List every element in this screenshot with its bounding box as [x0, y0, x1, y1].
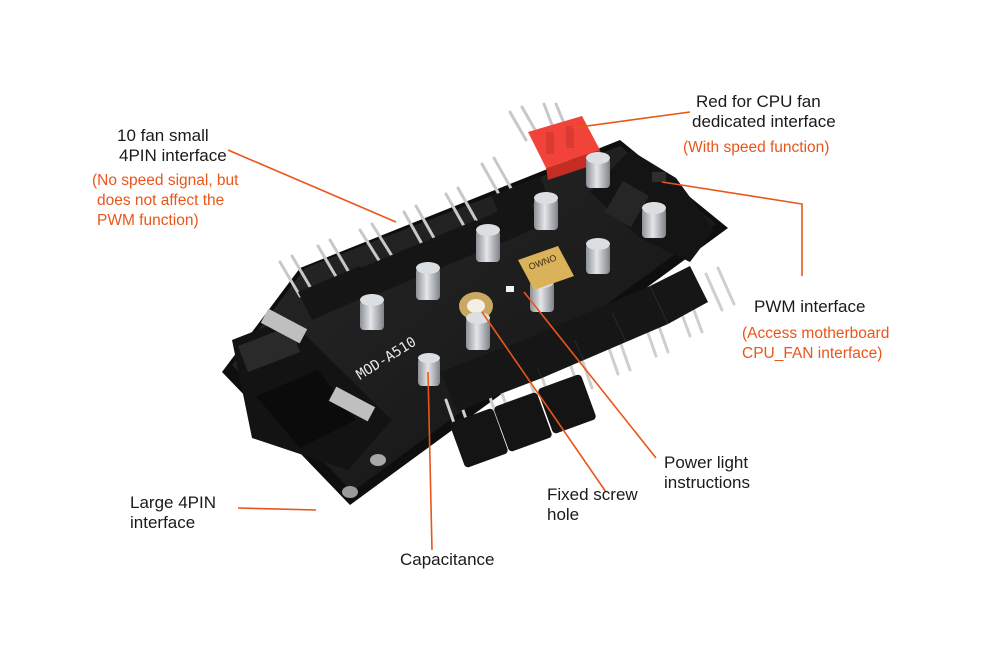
- capacitor: [416, 262, 440, 300]
- callout-screw-hole: Fixed screw hole: [547, 485, 638, 524]
- leader-pwm: [661, 181, 803, 276]
- callout-fan-small-title: 10 fan small 4PIN interface: [117, 126, 227, 165]
- brand-badge: OWNO: [518, 246, 574, 290]
- capacitor: [360, 294, 384, 330]
- capacitor: [418, 353, 440, 386]
- front-fan-headers: [440, 266, 708, 468]
- capacitor: [586, 152, 610, 188]
- callout-pwm-note: (Access motherboard CPU_FAN interface): [742, 325, 890, 362]
- leader-lines: [227, 111, 803, 551]
- callout-pwm-title: PWM interface: [754, 297, 866, 316]
- capacitor: [642, 202, 666, 238]
- capacitor: [534, 192, 558, 230]
- leader-cpu-fan: [571, 111, 691, 129]
- leader-screw-hole: [481, 311, 607, 493]
- callout-cpu-fan-note: (With speed function): [683, 139, 830, 156]
- power-led: [506, 286, 514, 292]
- callout-capacitance: Capacitance: [400, 550, 495, 569]
- leader-power-light: [523, 291, 657, 459]
- callout-fan-small-note: (No speed signal, but does not affect th…: [92, 172, 239, 229]
- capacitor: [476, 224, 500, 262]
- capacitors: [360, 152, 666, 386]
- callout-cpu-fan-title: Red for CPU fan dedicated interface: [692, 92, 836, 131]
- callout-power-light: Power light instructions: [664, 453, 750, 492]
- leader-fan-small: [227, 149, 397, 223]
- callout-large-4pin: Large 4PIN interface: [130, 493, 216, 532]
- leader-capacitance: [427, 371, 433, 551]
- rear-pin-row: [278, 102, 568, 298]
- large-4pin-connector: [232, 308, 392, 498]
- capacitor: [586, 238, 610, 274]
- leader-large-4pin: [237, 507, 317, 511]
